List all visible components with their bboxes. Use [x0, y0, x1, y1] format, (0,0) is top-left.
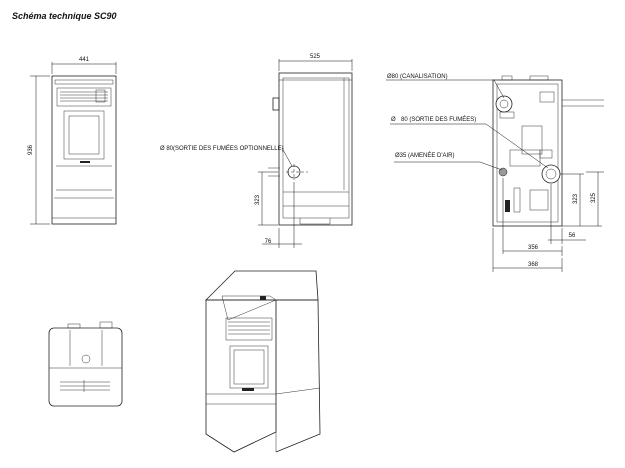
dim-441-label: 441 [79, 57, 90, 63]
isometric-view [205, 270, 321, 453]
dim-side-outlet-height: 323 [255, 171, 278, 226]
front-glass [68, 115, 100, 155]
rear-smoke-outlet [541, 164, 561, 184]
dim-side-depth: 525 [278, 54, 353, 71]
dim-front-height: 936 [28, 75, 50, 225]
dim-front-width: 441 [51, 57, 117, 74]
dim-323-rear-label: 323 [573, 193, 579, 204]
dim-rear-56: 56 [548, 184, 586, 244]
rear-air-inlet-label: Ø35 (AMENÉE D'AIR) [395, 152, 455, 159]
dim-525-label: 525 [310, 54, 321, 60]
dim-rear-outer-height: 325 [586, 171, 604, 226]
side-view: Ø 80(SORTIE DES FUMÉES OPTIONNELLE) 525 … [160, 54, 353, 248]
top-view [48, 321, 123, 407]
dim-rear-356: 356 [502, 178, 563, 256]
dim-rear-inner-height: 323 [560, 173, 602, 227]
rear-air-inlet [498, 167, 508, 177]
dim-323-side-label: 323 [255, 194, 261, 205]
dim-325-label: 325 [591, 192, 597, 203]
front-top-grille [60, 89, 108, 103]
side-rear-connector [272, 97, 280, 111]
rear-view: Ø80 (CANALISATION) Ø 80 (SORTIE DES FUMÉ… [386, 74, 604, 272]
rear-smoke-outlet-label: 80 (SORTIE DES FUMÉES) [401, 116, 476, 123]
iso-door [229, 345, 269, 389]
dim-56-label: 56 [569, 233, 576, 239]
dim-76-label: 76 [265, 239, 272, 245]
front-logo [80, 161, 90, 163]
dim-356-label: 356 [528, 245, 539, 251]
top-view-outlet [81, 354, 91, 364]
rear-channeling-outlet [495, 95, 513, 113]
dim-936-label: 936 [28, 144, 34, 155]
dim-368-label: 368 [528, 262, 539, 268]
dim-side-outlet-offset: 76 [262, 182, 302, 248]
side-optional-outlet-label: Ø 80(SORTIE DES FUMÉES OPTIONNELLE) [160, 145, 284, 152]
iso-grille [225, 317, 273, 341]
page-title: Schéma technique SC90 [12, 11, 117, 21]
front-door [63, 110, 105, 160]
dim-rear-368: 368 [492, 228, 563, 272]
front-view: 441 936 [28, 57, 117, 225]
rear-channeling-label: Ø80 (CANALISATION) [387, 74, 448, 80]
rear-smoke-outlet-symbol: Ø [391, 117, 396, 123]
